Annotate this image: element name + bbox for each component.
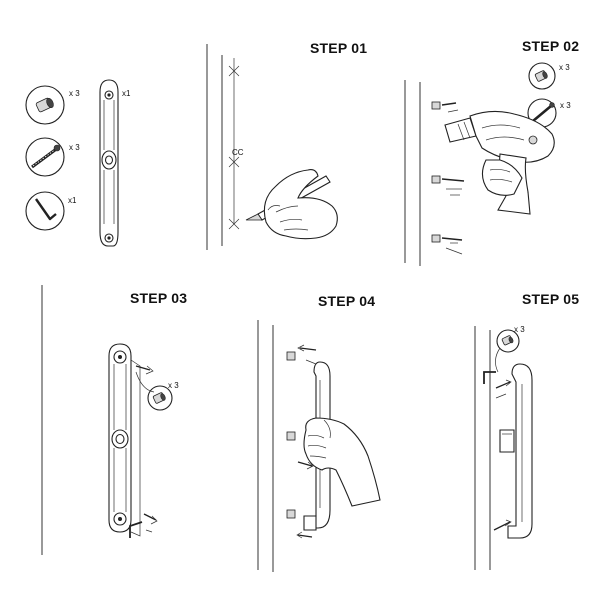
step-01-illustration: CC (206, 44, 338, 250)
step-01-title: STEP 01 (310, 40, 368, 56)
step-05-cap-part (496, 329, 520, 353)
screw-cap-qty: x 3 (69, 89, 80, 98)
step-04-cap-top (286, 344, 317, 361)
allen-key-part (25, 191, 65, 231)
step-03-cap-qty: x 3 (168, 381, 179, 390)
step-02-title: STEP 02 (522, 38, 580, 54)
step-02-screw-qty: x 3 (560, 101, 571, 110)
parts-list: x 3 x 3 x1 (25, 79, 131, 247)
long-screw-qty: x 3 (69, 143, 80, 152)
wall-anchor-middle (431, 175, 465, 196)
step-05-handle (499, 363, 533, 539)
step-04-cap-middle (286, 431, 314, 470)
step-03-title: STEP 03 (130, 290, 188, 306)
step-04-cap-bottom (286, 509, 313, 539)
step-05-title: STEP 05 (522, 291, 580, 307)
wall-anchor-top (431, 101, 459, 113)
step-02-cap-part (528, 62, 556, 90)
handle-part (99, 79, 119, 247)
long-screw-part (25, 137, 65, 177)
step-04-illustration (257, 320, 381, 572)
handle-qty: x1 (122, 89, 131, 98)
step-04-title: STEP 04 (318, 293, 376, 309)
step-02-cap-qty: x 3 (559, 63, 570, 72)
allen-key-qty: x1 (68, 196, 77, 205)
cc-annotation: CC (232, 148, 244, 157)
step-03-cap-part (147, 385, 173, 411)
step-03-illustration: x 3 (41, 285, 179, 555)
step-05-cap-qty: x 3 (514, 325, 525, 334)
step-02-illustration: x 3 x 3 (404, 62, 571, 266)
screw-cap-part (25, 85, 65, 125)
wall-anchor-bottom (431, 234, 463, 255)
step-05-illustration: x 3 (474, 325, 533, 570)
step-03-handle (108, 343, 141, 537)
